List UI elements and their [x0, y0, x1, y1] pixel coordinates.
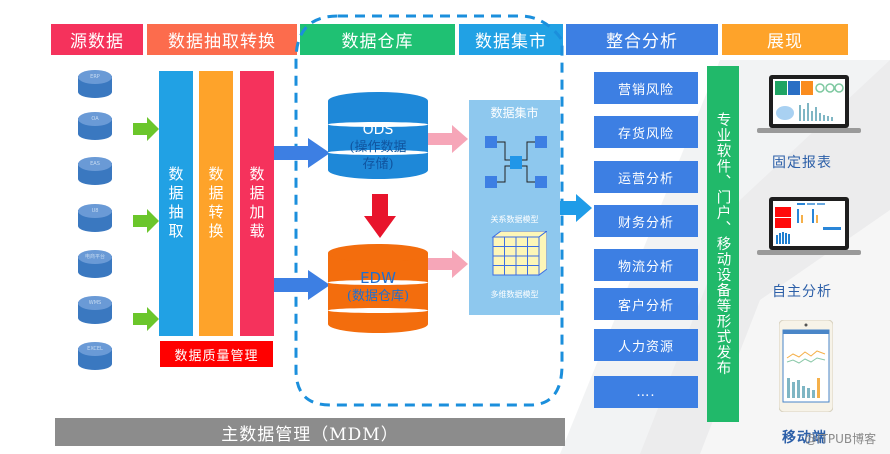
multidimensional-model-label: 多维数据模型	[490, 290, 539, 299]
header-source-data: 源数据	[51, 24, 143, 55]
self-analysis-label: 自主分析	[772, 284, 832, 300]
watermark: @ITPUB博客	[805, 432, 877, 446]
data-quality-management: 数据质量管理	[160, 341, 273, 367]
header-integrated-analysis: 整合分析	[566, 24, 718, 55]
fixed-report-laptop-icon	[757, 75, 861, 133]
source-db-ecommerce: 电商平台	[78, 250, 112, 278]
data-mart-panel: 数据集市 关系数据模型 多维数据模型	[469, 100, 560, 315]
arrow-down-icon	[364, 194, 396, 238]
self-analysis-laptop-icon	[757, 197, 861, 255]
header-data-warehouse: 数据仓库	[300, 24, 455, 55]
data-mart-title: 数据集市	[490, 106, 539, 120]
analysis-item: 物流分析	[594, 249, 698, 281]
mobile-device-icon	[779, 320, 833, 412]
relational-model-label: 关系数据模型	[490, 215, 539, 224]
etl-transform-bar: 数据转换	[199, 71, 233, 336]
arrow-right-icon	[133, 117, 159, 141]
edw-subtitle: (数据仓库)	[346, 289, 410, 304]
ods-subtitle-2: 存储)	[362, 157, 394, 172]
arrow-right-icon	[428, 125, 468, 153]
arrow-right-icon	[274, 270, 330, 300]
arrow-right-icon	[274, 138, 330, 168]
analysis-item: 客户分析	[594, 288, 698, 320]
master-data-management-bar: 主数据管理（MDM）	[55, 418, 565, 446]
relational-model-icon	[485, 136, 547, 188]
analysis-item: 人力资源	[594, 329, 698, 361]
source-db-erp: ERP	[78, 70, 112, 98]
ods-subtitle: (操作数据	[349, 140, 407, 155]
ods-title: ODS	[362, 122, 394, 138]
arrow-right-icon	[428, 250, 468, 278]
fixed-report-label: 固定报表	[772, 155, 832, 171]
analysis-item: 存货风险	[594, 116, 698, 148]
mobile-label: 移动端	[782, 430, 827, 446]
edw-title: EDW	[360, 269, 396, 287]
arrow-right-icon	[560, 194, 592, 222]
ods-database: ODS (操作数据 存储)	[328, 92, 428, 188]
header-data-mart: 数据集市	[459, 24, 563, 55]
multidimensional-model-icon	[491, 231, 547, 276]
etl-extract-bar: 数据抽取	[159, 71, 193, 336]
analysis-item: 运营分析	[594, 161, 698, 193]
edw-database: EDW (数据仓库)	[328, 244, 428, 340]
arrow-right-icon	[133, 307, 159, 331]
source-db-eas: EAS	[78, 157, 112, 185]
etl-load-bar: 数据加载	[240, 71, 274, 336]
source-db-u8: U8	[78, 204, 112, 232]
source-db-oa: OA	[78, 112, 112, 140]
analysis-item: 营销风险	[594, 72, 698, 104]
analysis-item: 财务分析	[594, 205, 698, 237]
header-presentation: 展现	[722, 24, 848, 55]
arrow-right-icon	[133, 209, 159, 233]
source-db-excel: EXCEL	[78, 342, 112, 370]
publish-channels-bar: 专业软件、门户、移动设备等形式发布	[707, 66, 739, 422]
header-etl: 数据抽取转换	[147, 24, 297, 55]
source-db-wms: WMS	[78, 296, 112, 324]
analysis-item-more: ….	[594, 376, 698, 408]
